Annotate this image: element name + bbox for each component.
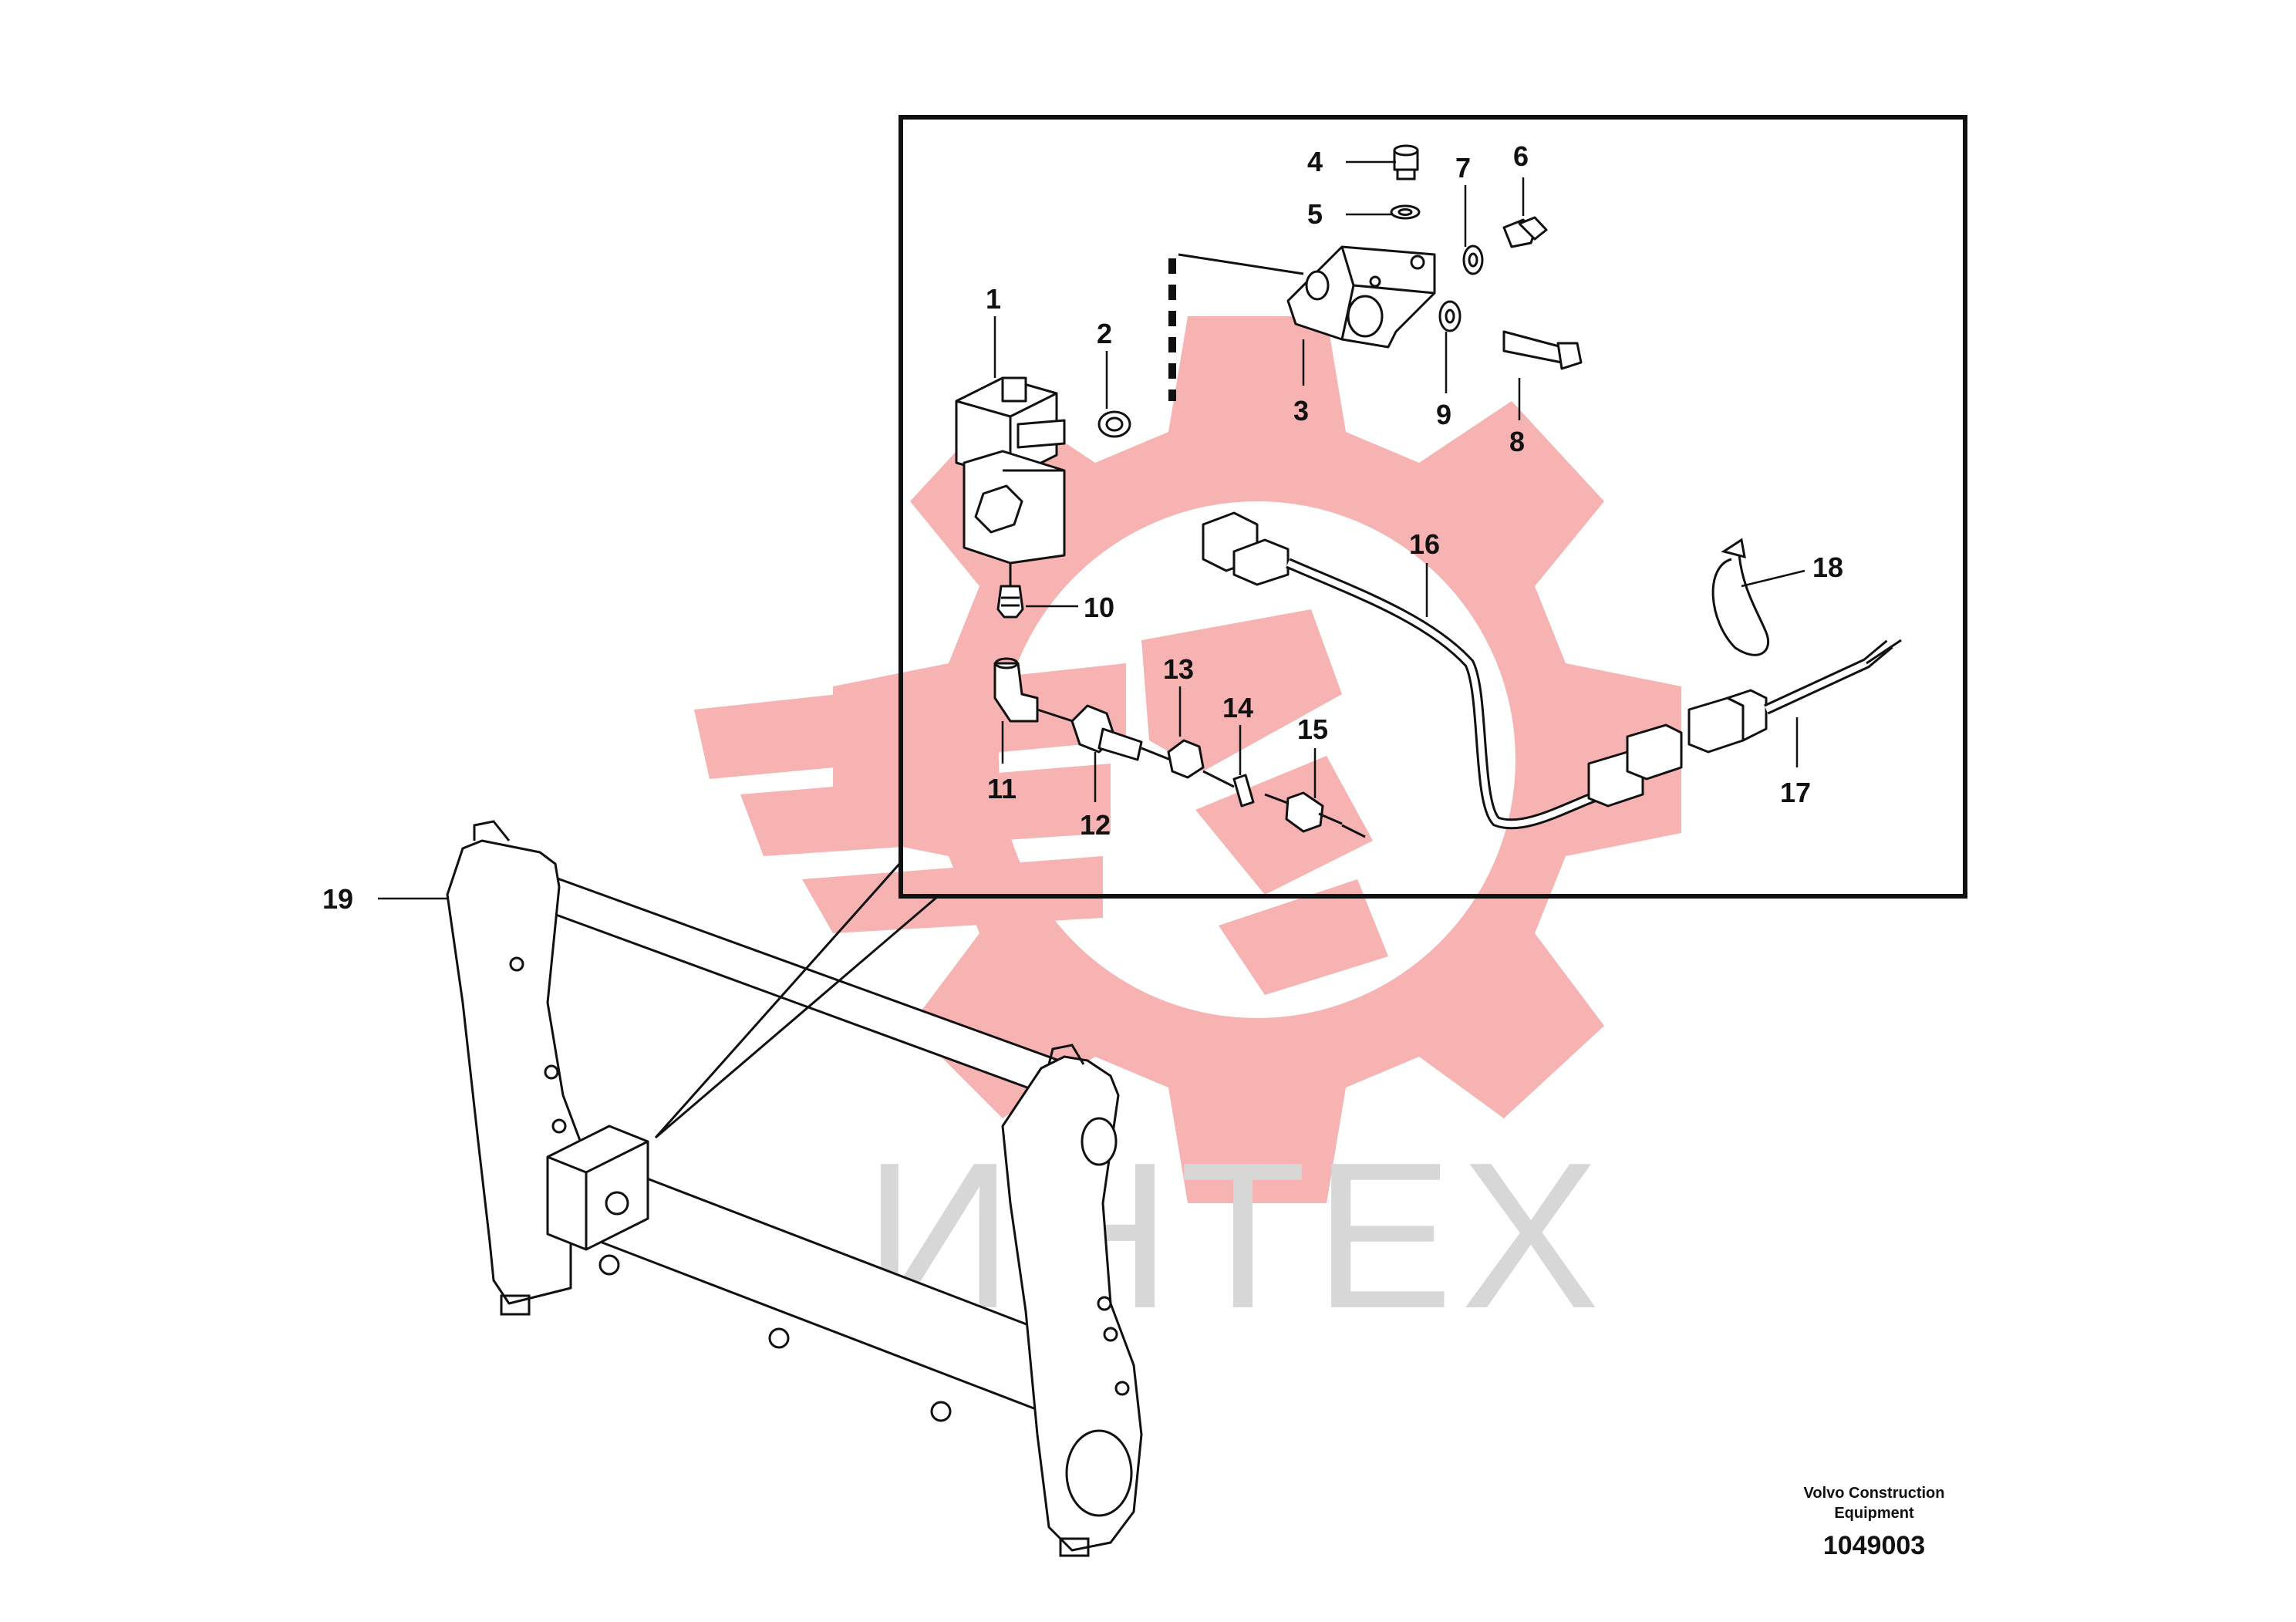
callout-18: 18 xyxy=(1812,551,1843,583)
callout-9: 9 xyxy=(1436,399,1451,430)
washer-7 xyxy=(1462,244,1484,275)
valve-block xyxy=(1286,245,1436,349)
cable-tie-18 xyxy=(1711,538,1770,656)
plug-6 xyxy=(1502,216,1548,248)
callout-13: 13 xyxy=(1163,653,1194,685)
wire-harness-16 xyxy=(1202,511,1683,830)
cap-plug xyxy=(1393,144,1419,180)
callout-4: 4 xyxy=(1307,146,1323,177)
callout-17: 17 xyxy=(1780,777,1811,808)
sleeve-14 xyxy=(1232,774,1255,808)
sensor-15 xyxy=(1285,791,1324,833)
washer-9 xyxy=(1438,300,1462,332)
washer-5 xyxy=(1390,204,1421,220)
callout-11: 11 xyxy=(987,773,1017,804)
callout-8: 8 xyxy=(1509,426,1525,457)
credit-block: Volvo Construction Equipment 1049003 xyxy=(1804,1485,1945,1560)
quick-coupler-frame xyxy=(446,820,1143,1557)
callout-2: 2 xyxy=(1097,318,1112,349)
leader-lines xyxy=(378,160,1805,900)
adapter-10 xyxy=(996,585,1024,619)
callout-10: 10 xyxy=(1084,592,1114,623)
credit-line-1: Volvo Construction xyxy=(1804,1485,1945,1502)
callout-7: 7 xyxy=(1455,152,1471,184)
callout-12: 12 xyxy=(1080,809,1111,841)
callout-1: 1 xyxy=(986,283,1001,315)
callout-16: 16 xyxy=(1409,528,1440,560)
credit-line-2: Equipment xyxy=(1834,1505,1914,1522)
connector-17 xyxy=(1687,639,1902,754)
callout-19: 19 xyxy=(322,883,353,915)
callout-15: 15 xyxy=(1297,713,1328,745)
nut-13 xyxy=(1167,739,1205,779)
callout-3: 3 xyxy=(1293,395,1309,427)
detail-inset xyxy=(899,115,1967,899)
callout-5: 5 xyxy=(1307,198,1323,230)
o-ring-2 xyxy=(1097,410,1131,438)
watermark: ИНТЕХ xyxy=(694,316,1681,1352)
solenoid-valve xyxy=(955,376,1066,586)
drawing-number: 1049003 xyxy=(1823,1531,1925,1560)
callouts: 1 2 3 4 5 6 7 8 9 10 11 12 13 14 15 16 1… xyxy=(322,140,1843,915)
callout-14: 14 xyxy=(1222,692,1253,723)
bolt-8 xyxy=(1502,330,1583,370)
callout-6: 6 xyxy=(1513,140,1529,172)
